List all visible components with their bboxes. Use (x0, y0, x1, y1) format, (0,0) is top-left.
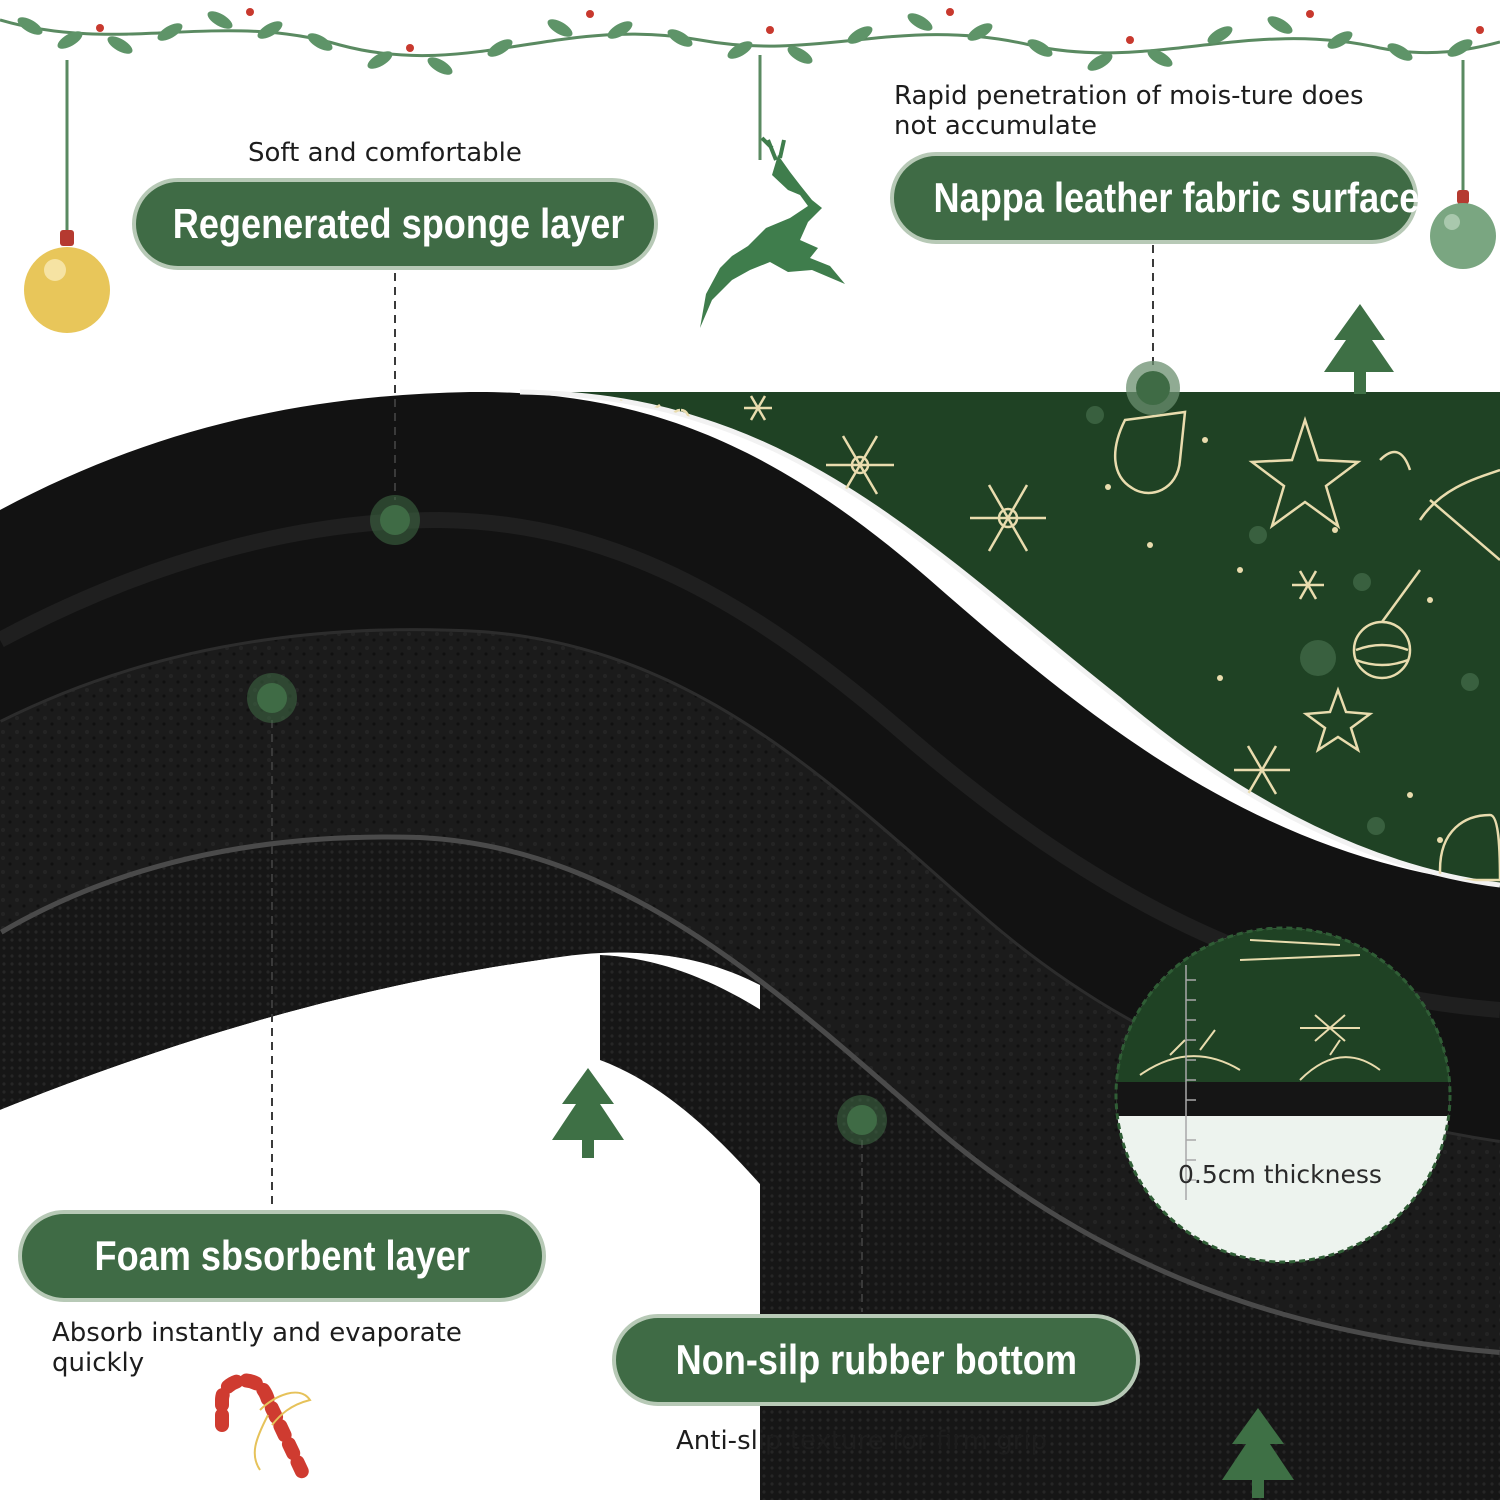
foam-absorbent-label: Foam sbsorbent layer (18, 1210, 546, 1302)
star-icon (1302, 686, 1374, 753)
nappa-leather-label: Nappa leather fabric surface (890, 152, 1419, 244)
star-icon (1248, 415, 1362, 530)
connector-nappa (1126, 245, 1180, 415)
snowflake-icon (970, 484, 1046, 552)
connector-rubber (837, 1095, 887, 1312)
nappa-surface (520, 392, 1500, 885)
snowflake-icon (1292, 570, 1324, 600)
connector-foam (247, 673, 297, 1205)
foam-note: Absorb instantly and evaporate quickly (52, 1318, 462, 1378)
stocking-icon (1113, 410, 1187, 495)
green-ornament (1430, 60, 1496, 269)
rubber-bottom-label: Non-silp rubber bottom (612, 1314, 1140, 1406)
snowflake-icon (1234, 745, 1290, 795)
foam-layer (0, 628, 1500, 1350)
snowflake-icon (826, 435, 894, 495)
rubber-band (600, 955, 1500, 1500)
rubber-note: Anti-slip texture for firm grip (676, 1426, 1048, 1456)
nappa-note-line1: Rapid penetration of mois-ture does (894, 81, 1364, 111)
regenerated-note: Soft and comfortable (248, 138, 522, 168)
sponge-layer (0, 391, 1500, 1140)
candy-cane-icon (215, 1373, 312, 1485)
gold-ornament (24, 60, 110, 333)
tree-icon (1324, 304, 1394, 394)
tree-icon (552, 1068, 624, 1158)
nappa-note-line2: not accumulate (894, 111, 1097, 141)
reindeer-icon (700, 55, 845, 328)
regenerated-sponge-label: Regenerated sponge layer (132, 178, 658, 270)
thickness-label: 0.5cm thickness (1178, 1160, 1382, 1189)
connector-regenerated (370, 273, 420, 545)
snowflake-icon (744, 395, 772, 421)
foam-note-line1: Absorb instantly and evaporate (52, 1318, 462, 1348)
foam-note-line2: quickly (52, 1348, 145, 1378)
tree-icon (1222, 1408, 1294, 1498)
nappa-note: Rapid penetration of mois-ture does not … (894, 81, 1364, 141)
garland (0, 8, 1500, 75)
